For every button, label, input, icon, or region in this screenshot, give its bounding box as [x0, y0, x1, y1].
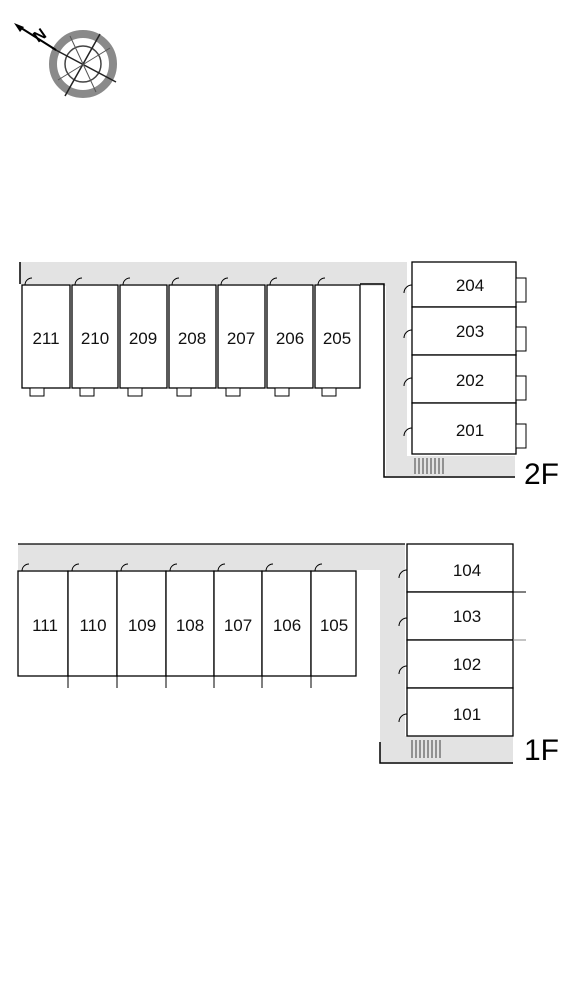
unit-label: 202 [456, 371, 484, 390]
unit-label: 103 [453, 607, 481, 626]
unit-204: 204 [403, 261, 527, 308]
unit-label: 204 [456, 276, 484, 295]
unit-label: 201 [456, 421, 484, 440]
staircase-2f [414, 458, 444, 474]
staircase-1f [411, 740, 441, 758]
unit-label: 102 [453, 655, 481, 674]
floor-label-1f: 1F [524, 734, 559, 767]
floor-2f-plan: 211 210 209 208 207 [19, 261, 559, 491]
unit-202: 202 [403, 354, 527, 404]
unit-110: 110 [67, 563, 118, 688]
corridor-1f [18, 544, 513, 762]
unit-label: 101 [453, 705, 481, 724]
unit-203: 203 [403, 306, 527, 356]
unit-label: 210 [81, 329, 109, 348]
unit-109: 109 [116, 563, 167, 688]
unit-102: 102 [398, 639, 526, 689]
unit-label: 111 [32, 616, 58, 635]
unit-label: 109 [128, 616, 156, 635]
corridor-2f [20, 262, 515, 476]
unit-106: 106 [261, 563, 312, 688]
unit-label: 104 [453, 561, 481, 580]
compass-rose-icon [14, 23, 117, 98]
floor-label-2f: 2F [524, 458, 559, 491]
unit-label: 107 [224, 616, 252, 635]
unit-label: 108 [176, 616, 204, 635]
unit-207: 207 [217, 277, 266, 397]
unit-206: 206 [266, 277, 314, 397]
unit-101: 101 [398, 687, 514, 737]
unit-205: 205 [314, 277, 361, 397]
unit-108: 108 [165, 563, 215, 688]
unit-105: 105 [310, 563, 357, 688]
unit-209: 209 [119, 277, 168, 397]
unit-104: 104 [398, 543, 514, 593]
unit-103: 103 [398, 591, 526, 641]
unit-label: 105 [320, 616, 348, 635]
unit-label: 206 [276, 329, 304, 348]
unit-107: 107 [213, 563, 263, 688]
unit-208: 208 [168, 277, 217, 397]
unit-label: 203 [456, 322, 484, 341]
unit-label: 207 [227, 329, 255, 348]
unit-label: 110 [79, 616, 106, 635]
unit-111: 111 [17, 563, 69, 677]
unit-201: 201 [403, 402, 527, 455]
unit-211: 211 [21, 277, 71, 397]
floor-1f-plan: 111 110 109 108 107 [17, 543, 559, 767]
unit-label: 205 [323, 329, 351, 348]
unit-210: 210 [71, 277, 119, 397]
compass: N [14, 23, 117, 98]
unit-label: 209 [129, 329, 157, 348]
unit-label: 211 [32, 329, 59, 348]
unit-label: 208 [178, 329, 206, 348]
unit-label: 106 [273, 616, 301, 635]
